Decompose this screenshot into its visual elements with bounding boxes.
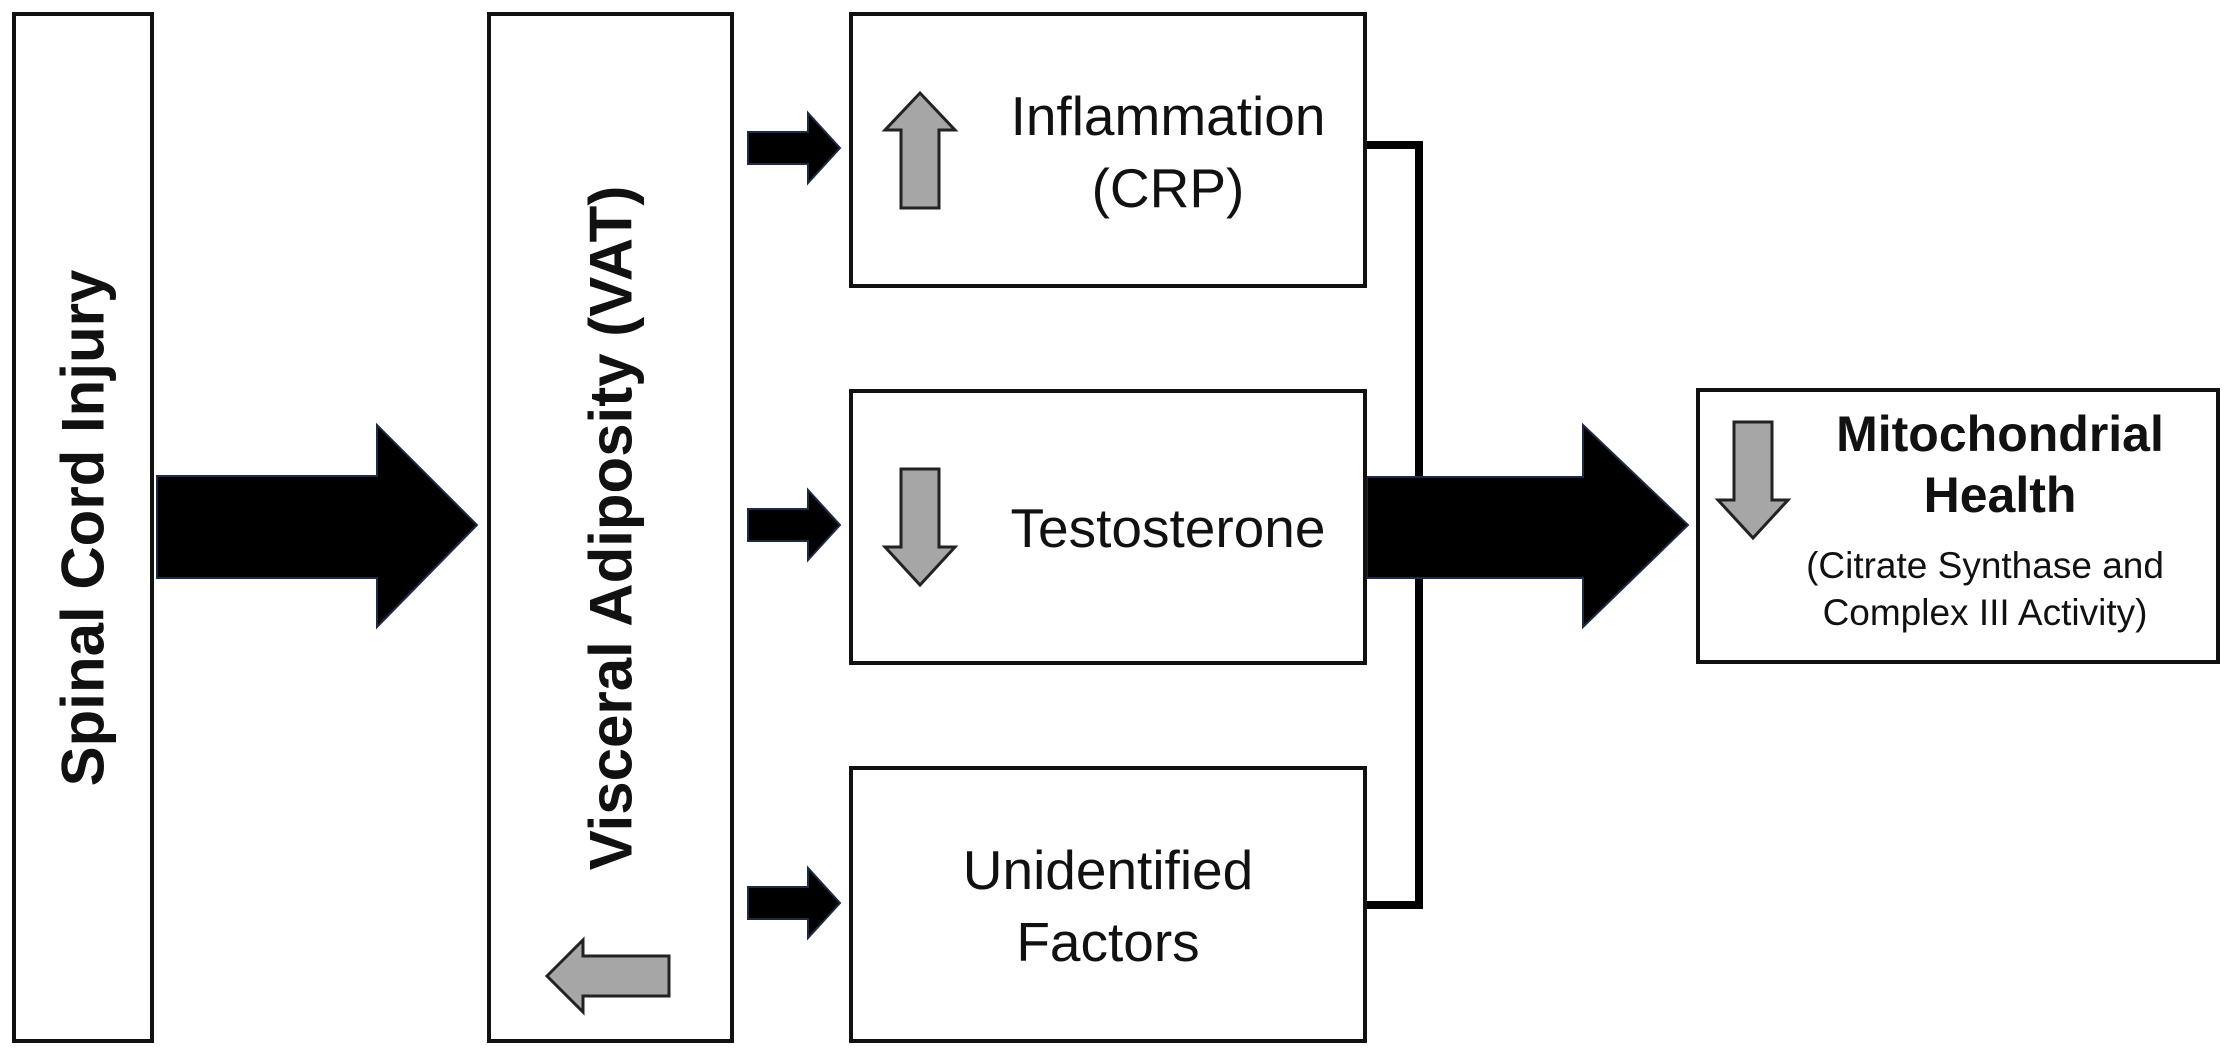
visceral-adiposity-box: Visceral Adiposity (VAT) (487, 12, 734, 1043)
unidentified-factors-line1: Unidentified (962, 839, 1254, 901)
visceral-adiposity-label: Visceral Adiposity (VAT) (577, 185, 644, 870)
spinal-cord-injury-box: Spinal Cord Injury (12, 12, 154, 1043)
up-arrow-icon (881, 90, 959, 210)
inflammation-box: Inflammation (CRP) (849, 12, 1367, 288)
mitochondrial-health-title-line1: Mitochondrial (1836, 406, 2164, 462)
mitochondrial-health-sub-line2: Complex III Activity) (1822, 592, 2148, 634)
arrow-sci-to-vat (156, 422, 479, 630)
arrow-to-mitochondrial (1366, 422, 1690, 630)
mitochondrial-health-subtitle: (Citrate Synthase and Complex III Activi… (1760, 542, 2210, 637)
inflammation-label: Inflammation (CRP) (983, 81, 1353, 224)
testosterone-box: Testosterone (849, 389, 1367, 665)
inflammation-sublabel: (CRP) (1091, 156, 1245, 219)
unidentified-factors-box: Unidentified Factors (849, 766, 1367, 1043)
arrow-vat-to-inflammation (747, 110, 842, 186)
testosterone-label: Testosterone (1010, 497, 1326, 559)
mitochondrial-health-box: Mitochondrial Health (Citrate Synthase a… (1696, 388, 2220, 664)
unidentified-factors-label: Unidentified Factors (863, 835, 1353, 978)
down-arrow-icon (881, 467, 959, 588)
unidentified-factors-line2: Factors (1016, 910, 1200, 973)
spinal-cord-injury-label: Spinal Cord Injury (49, 269, 117, 786)
inflammation-title: Inflammation (1010, 85, 1326, 147)
arrow-vat-to-testosterone (747, 487, 842, 563)
mitochondrial-health-title: Mitochondrial Health (1790, 404, 2210, 526)
mitochondrial-health-sub-line1: (Citrate Synthase and (1806, 545, 2164, 586)
arrow-vat-to-unidentified (747, 865, 842, 941)
mitochondrial-health-title-line2: Health (1923, 467, 2077, 523)
down-arrow-icon (1714, 420, 1792, 541)
up-arrow-icon (545, 936, 671, 1016)
